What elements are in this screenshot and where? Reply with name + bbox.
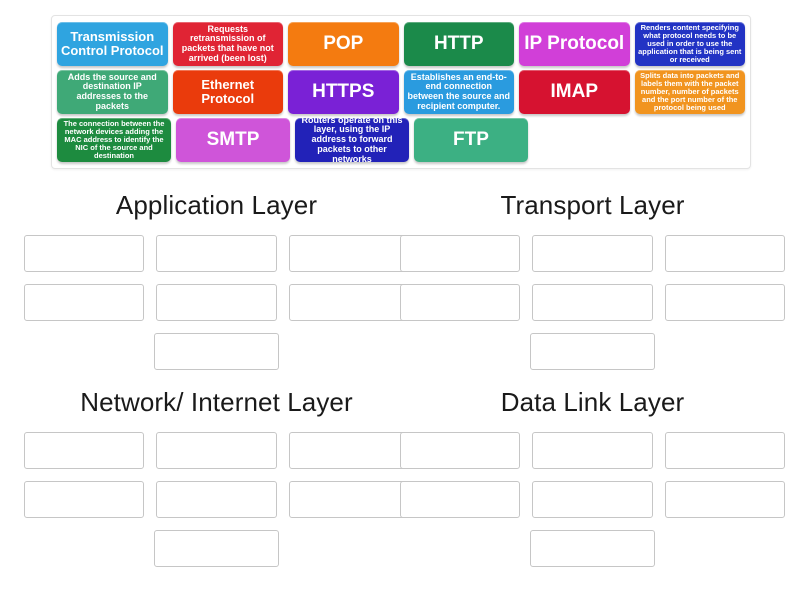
drop-slot[interactable] [24, 284, 145, 321]
draggable-tile[interactable]: HTTPS [288, 70, 399, 114]
draggable-tile[interactable]: Splits data into packets and labels them… [634, 70, 745, 114]
draggable-tile[interactable]: IMAP [519, 70, 630, 114]
drop-slot[interactable] [532, 235, 653, 272]
draggable-tile[interactable]: Routers operate on this layer, using the… [295, 118, 409, 162]
slot-row [24, 333, 409, 370]
drop-slot[interactable] [664, 235, 785, 272]
draggable-tile[interactable]: Establishes an end-to-end connection bet… [403, 70, 514, 114]
drop-slot[interactable] [154, 333, 279, 370]
drop-slot[interactable] [288, 432, 409, 469]
drop-slot[interactable] [288, 235, 409, 272]
category-title: Data Link Layer [500, 387, 685, 417]
category-network-internet-layer: Network/ Internet Layer [24, 387, 409, 579]
drop-slot[interactable] [400, 432, 521, 469]
slot-row [400, 284, 785, 321]
category-data-link-layer: Data Link Layer [400, 387, 785, 579]
draggable-tile[interactable]: FTP [414, 118, 528, 162]
drop-slot[interactable] [530, 333, 655, 370]
drop-slot[interactable] [24, 235, 145, 272]
slot-row [400, 333, 785, 370]
slot-row [24, 481, 409, 518]
draggable-tile[interactable]: SMTP [176, 118, 290, 162]
slot-row [400, 235, 785, 272]
slot-row [24, 284, 409, 321]
drop-slot[interactable] [24, 481, 145, 518]
slot-row [24, 235, 409, 272]
drop-slot[interactable] [532, 432, 653, 469]
slot-row [24, 432, 409, 469]
slot-row [400, 432, 785, 469]
drop-slot[interactable] [664, 481, 785, 518]
category-title: Application Layer [115, 190, 318, 220]
drop-slot[interactable] [664, 284, 785, 321]
drop-slot[interactable] [154, 530, 279, 567]
draggable-tile[interactable]: Transmission Control Protocol [57, 22, 168, 66]
drop-slot[interactable] [156, 481, 277, 518]
category-title: Network/ Internet Layer [80, 387, 353, 417]
category-application-layer: Application Layer [24, 190, 409, 382]
slot-row [24, 530, 409, 567]
draggable-tile[interactable]: IP Protocol [519, 22, 630, 66]
category-transport-layer: Transport Layer [400, 190, 785, 382]
draggable-tile[interactable]: Renders content specifying what protocol… [634, 22, 745, 66]
draggable-tile[interactable]: POP [288, 22, 399, 66]
category-title: Transport Layer [500, 190, 685, 220]
drop-slot[interactable] [664, 432, 785, 469]
drop-slot[interactable] [530, 530, 655, 567]
drop-slot[interactable] [288, 284, 409, 321]
tile-row-1: Transmission Control Protocol Requests r… [57, 22, 745, 66]
drop-slot[interactable] [400, 481, 521, 518]
drop-slot[interactable] [156, 432, 277, 469]
draggable-tile[interactable]: The connection between the network devic… [57, 118, 171, 162]
drop-slot[interactable] [400, 235, 521, 272]
drop-slot[interactable] [400, 284, 521, 321]
slot-row [400, 481, 785, 518]
drop-slot[interactable] [532, 284, 653, 321]
drop-slot[interactable] [156, 284, 277, 321]
slot-row [400, 530, 785, 567]
draggable-tile[interactable]: Requests retransmission of packets that … [172, 22, 283, 66]
drop-slot[interactable] [156, 235, 277, 272]
tile-bank: Transmission Control Protocol Requests r… [51, 15, 751, 169]
drop-slot[interactable] [24, 432, 145, 469]
drop-slot[interactable] [288, 481, 409, 518]
draggable-tile[interactable]: Ethernet Protocol [172, 70, 283, 114]
draggable-tile[interactable]: Adds the source and destination IP addre… [57, 70, 168, 114]
drop-slot[interactable] [532, 481, 653, 518]
tile-row-3: The connection between the network devic… [57, 118, 745, 162]
tile-row-2: Adds the source and destination IP addre… [57, 70, 745, 114]
draggable-tile[interactable]: HTTP [403, 22, 514, 66]
